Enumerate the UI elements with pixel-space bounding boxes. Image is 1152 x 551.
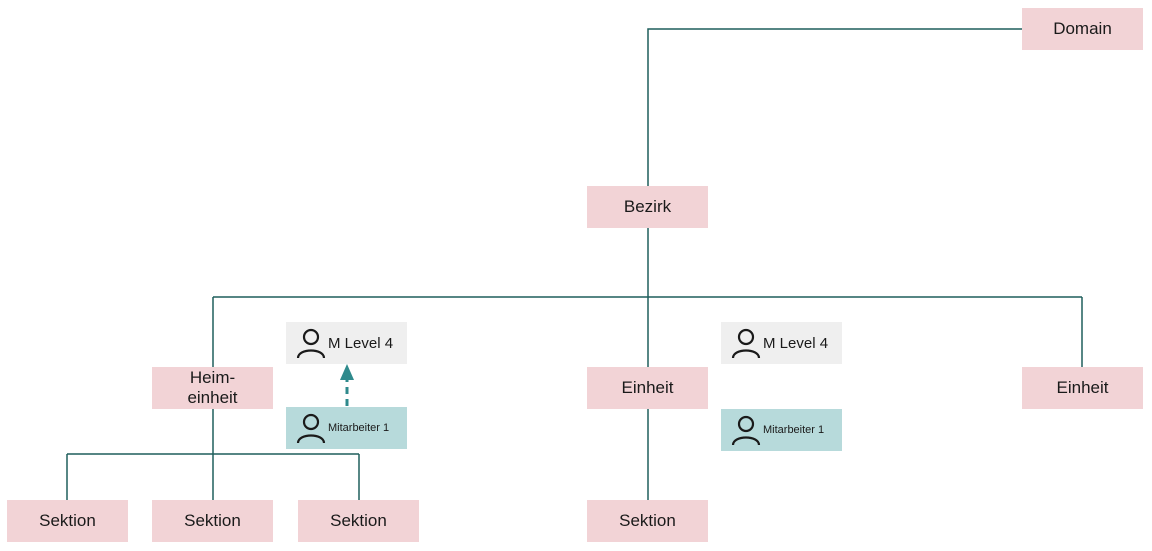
level-box-left: M Level 4 bbox=[286, 322, 407, 364]
person-icon bbox=[296, 328, 326, 359]
staff-label-left: Mitarbeiter 1 bbox=[328, 422, 390, 434]
domain-box: Domain bbox=[1022, 8, 1143, 50]
person-icon bbox=[731, 415, 761, 446]
level-label-left: M Level 4 bbox=[328, 334, 394, 352]
heimeinheit-label: Heim- einheit bbox=[187, 368, 238, 407]
promotion-arrow bbox=[340, 364, 354, 406]
sektion-box-2: Sektion bbox=[152, 500, 273, 542]
sektion-label-1: Sektion bbox=[39, 511, 96, 530]
bezirk-label: Bezirk bbox=[623, 197, 672, 216]
sektion-box-4: Sektion bbox=[587, 500, 708, 542]
bezirk-box: Bezirk bbox=[587, 186, 708, 228]
level-box-right: M Level 4 bbox=[721, 322, 842, 364]
einheit-middle-label: Einheit bbox=[621, 378, 674, 397]
sektion-box-3: Sektion bbox=[298, 500, 419, 542]
einheit-middle-box: Einheit bbox=[587, 367, 708, 409]
sektion-label-2: Sektion bbox=[184, 511, 241, 530]
heimeinheit-box: Heim- einheit bbox=[152, 367, 273, 409]
connector-domain-bezirk bbox=[647, 28, 1022, 186]
person-icon bbox=[296, 413, 326, 444]
staff-label-right: Mitarbeiter 1 bbox=[763, 424, 825, 436]
einheit-right-box: Einheit bbox=[1022, 367, 1143, 409]
staff-box-left: Mitarbeiter 1 bbox=[286, 407, 407, 449]
einheit-right-label: Einheit bbox=[1056, 378, 1109, 397]
sektion-label-4: Sektion bbox=[619, 511, 676, 530]
sektion-box-1: Sektion bbox=[7, 500, 128, 542]
domain-label: Domain bbox=[1053, 19, 1112, 38]
person-icon bbox=[731, 328, 761, 359]
sektion-label-3: Sektion bbox=[330, 511, 387, 530]
staff-box-right: Mitarbeiter 1 bbox=[721, 409, 842, 451]
level-label-right: M Level 4 bbox=[763, 334, 829, 352]
